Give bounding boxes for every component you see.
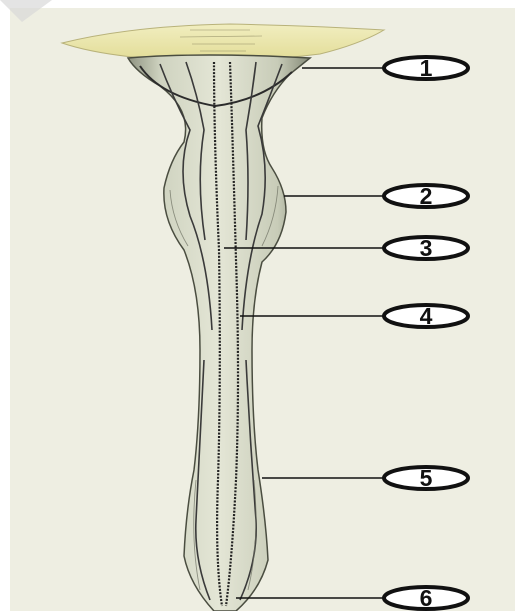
callout-number-2: 2 [420, 183, 433, 209]
callout-number-5: 5 [420, 465, 433, 491]
callout-3: 3 [384, 235, 468, 261]
callout-number-1: 1 [420, 55, 433, 81]
callout-1: 1 [384, 55, 468, 81]
callout-number-3: 3 [420, 235, 433, 261]
callout-number-4: 4 [420, 303, 433, 329]
callout-2: 2 [384, 183, 468, 209]
callout-6: 6 [384, 585, 468, 611]
callout-number-6: 6 [420, 585, 433, 611]
callout-5: 5 [384, 465, 468, 491]
callout-4: 4 [384, 303, 468, 329]
